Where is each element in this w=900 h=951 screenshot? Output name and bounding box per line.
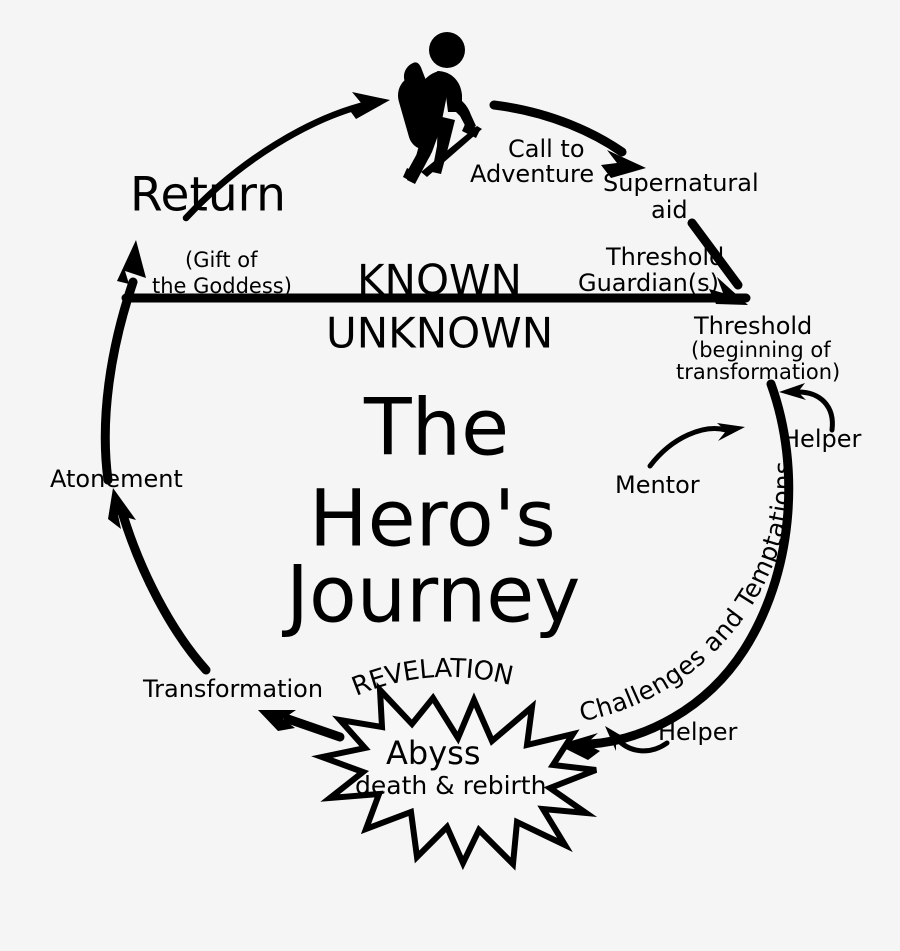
label-call-to-adventure-line2: Adventure — [470, 160, 594, 188]
label-call-to-adventure-line1: Call to — [508, 135, 585, 163]
arrow-mentor — [647, 426, 729, 469]
label-challenges-and-temptations: Challenges and Temptations — [577, 461, 798, 727]
arrow-transformation-to-atonement — [118, 510, 211, 675]
arrow-abyss-to-transformation — [283, 714, 345, 742]
label-abyss: Abyss — [386, 734, 480, 772]
arrow-call-to-adventure — [489, 100, 627, 157]
label-known: KNOWN — [357, 256, 522, 305]
arrow-helper-top — [795, 389, 835, 433]
arrowhead-supernatural-aid — [601, 150, 646, 178]
page-title-line2: Hero's — [309, 474, 556, 564]
label-helper-top: Helper — [782, 425, 861, 453]
arrowhead-return — [117, 240, 146, 284]
label-threshold-sub-line1: (beginning of — [691, 338, 831, 362]
label-threshold-guardians-line1: Threshold — [605, 243, 724, 271]
label-threshold-guardians-line2: Guardian(s) — [578, 269, 719, 297]
arrowhead-helper-top — [779, 383, 806, 400]
arrow-helper-bottom — [614, 736, 670, 754]
abyss-starburst — [311, 681, 598, 871]
arrow-atonement-to-return — [100, 277, 138, 485]
arrow-threshold-guardians — [687, 218, 743, 290]
page-title-line3: Journey — [281, 550, 580, 640]
label-threshold: Threshold — [693, 312, 812, 340]
arrowhead-atonement — [108, 488, 136, 529]
label-transformation: Transformation — [142, 675, 323, 703]
arc-challenges-and-temptations — [585, 379, 794, 749]
hiker-with-backpack-icon — [398, 32, 482, 184]
page-title-line1: The — [363, 383, 509, 473]
label-helper-bottom: Helper — [658, 718, 737, 746]
arrowhead-transformation — [258, 710, 296, 731]
label-atonement: Atonement — [50, 465, 183, 493]
label-unknown: UNKNOWN — [326, 309, 553, 358]
label-return: Return — [130, 168, 286, 223]
arrowhead-abyss — [558, 733, 600, 760]
label-gift-of-goddess-line2: the Goddess) — [152, 274, 292, 298]
arrowhead-hero — [348, 92, 390, 119]
label-supernatural-aid-line2: aid — [651, 196, 688, 224]
arrowhead-threshold — [709, 277, 748, 305]
arrow-return-to-hero — [182, 100, 372, 222]
label-threshold-sub-line2: transformation) — [676, 360, 840, 384]
arrowhead-helper-bottom — [605, 726, 627, 751]
label-supernatural-aid-line1: Supernatural — [603, 169, 759, 197]
label-gift-of-goddess-line1: (Gift of — [185, 248, 258, 272]
label-mentor: Mentor — [615, 471, 700, 499]
arrowhead-mentor — [717, 423, 745, 441]
label-abyss-sub: death & rebirth — [355, 771, 546, 800]
